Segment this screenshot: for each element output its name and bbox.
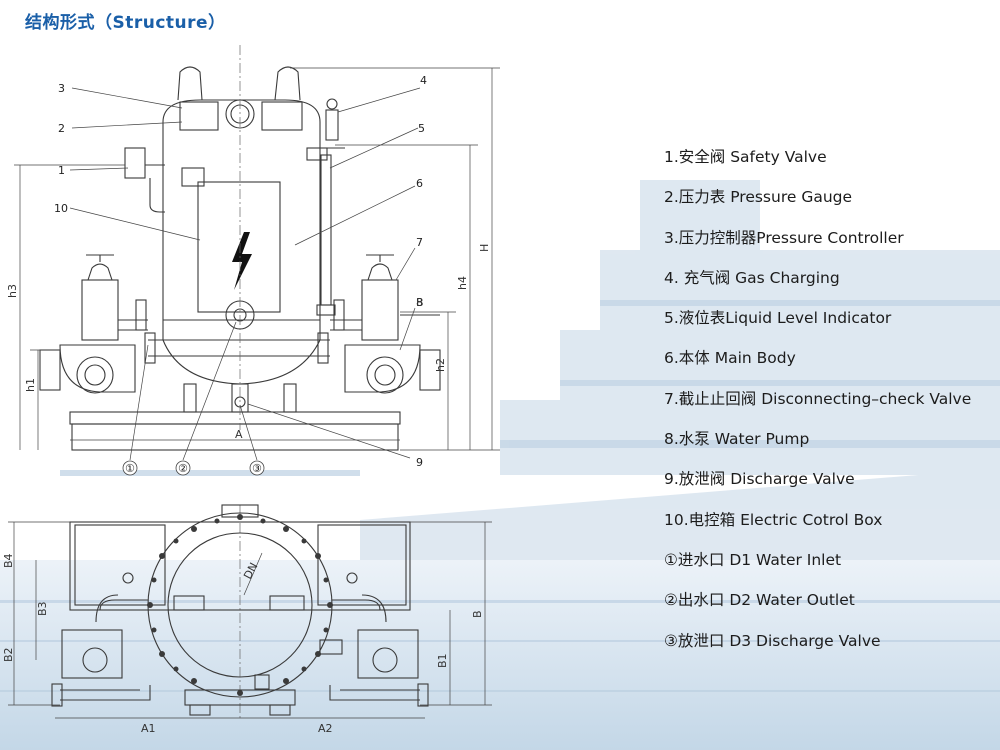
legend-item: 8.水泵 Water Pump <box>664 430 810 449</box>
legend-item: 3.压力控制器Pressure Controller <box>664 228 904 247</box>
dim-h2: h2 <box>434 358 447 372</box>
structure-drawing: 3 2 1 10 4 5 6 7 8 9 ① ② ③ A B h3 h1 h2 … <box>2 45 500 735</box>
callout-1: 1 <box>58 164 65 177</box>
lightning-symbol-icon <box>232 232 252 290</box>
callout-9: 9 <box>416 456 423 469</box>
callout-4: 4 <box>420 74 427 87</box>
callout-2: 2 <box>58 122 65 135</box>
callout-5: 5 <box>418 122 425 135</box>
callout-7: 7 <box>416 236 423 249</box>
legend-item: 1.安全阀 Safety Valve <box>664 148 827 166</box>
callout-port-2: ② <box>178 462 188 475</box>
page-title: 结构形式（Structure） <box>25 13 226 33</box>
legend-item: 4. 充气阀 Gas Charging <box>664 268 840 287</box>
legend-item: ③放泄口 D3 Discharge Valve <box>664 631 881 650</box>
dim-A: A <box>235 428 243 441</box>
dim-B1: B1 <box>436 653 449 668</box>
legend-item: 5.液位表Liquid Level Indicator <box>664 309 892 328</box>
callout-8: 8 <box>416 296 423 309</box>
legend-item: 7.截止止回阀 Disconnecting–check Valve <box>664 389 972 408</box>
callout-port-1: ① <box>125 462 135 475</box>
callout-3: 3 <box>58 82 65 95</box>
dim-B-front: B <box>416 296 424 309</box>
dim-B-plan: B <box>471 610 484 618</box>
legend-item: 9.放泄阀 Discharge Valve <box>664 470 855 489</box>
dim-A1: A1 <box>141 722 156 735</box>
callout-10: 10 <box>54 202 68 215</box>
legend-item: ②出水口 D2 Water Outlet <box>664 591 855 610</box>
legend-item: 2.压力表 Pressure Gauge <box>664 188 853 207</box>
callout-port-3: ③ <box>252 462 262 475</box>
dim-h4: h4 <box>456 276 469 290</box>
legend-item: 10.电控箱 Electric Cotrol Box <box>664 510 883 529</box>
component-legend: 1.安全阀 Safety Valve 2.压力表 Pressure Gauge … <box>664 146 971 670</box>
dim-h3: h3 <box>6 284 19 298</box>
legend-item: 6.本体 Main Body <box>664 349 796 368</box>
dim-B2: B2 <box>2 647 15 662</box>
legend-item: ①进水口 D1 Water Inlet <box>664 550 842 569</box>
dim-B4: B4 <box>2 553 15 568</box>
dim-B3: B3 <box>36 601 49 616</box>
dim-A2: A2 <box>318 722 333 735</box>
dim-H: H <box>478 244 491 252</box>
dim-h1: h1 <box>24 378 37 392</box>
callout-6: 6 <box>416 177 423 190</box>
